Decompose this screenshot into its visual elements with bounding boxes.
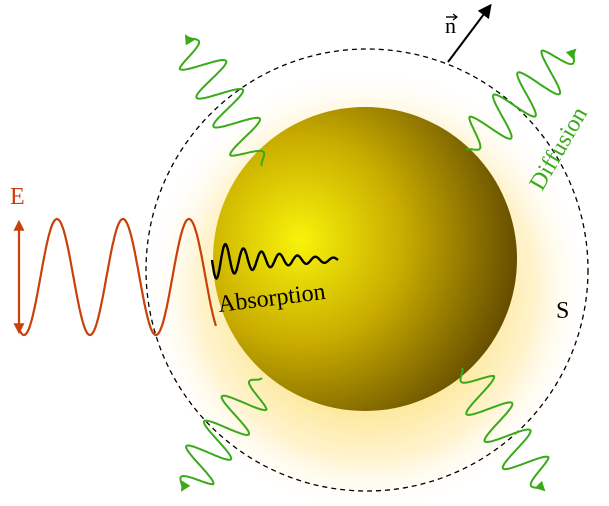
normal-label: n (445, 13, 456, 38)
normal-vector-arrow (447, 3, 492, 63)
normal-label-group: n (445, 13, 458, 38)
particle-sphere (213, 107, 517, 411)
scattered-wave-lower-right (459, 367, 550, 492)
surface-label: S (556, 298, 569, 324)
surface-circle (145, 48, 589, 492)
scattered-wave-upper-right (465, 48, 577, 151)
incident-wave (18, 217, 218, 337)
normal-label-vector-head (452, 13, 458, 21)
field-label: E (10, 184, 25, 210)
scattered-wave-lower-left (179, 377, 268, 492)
scattered-wave-upper-left (178, 34, 266, 167)
absorbed-wave (210, 242, 339, 280)
